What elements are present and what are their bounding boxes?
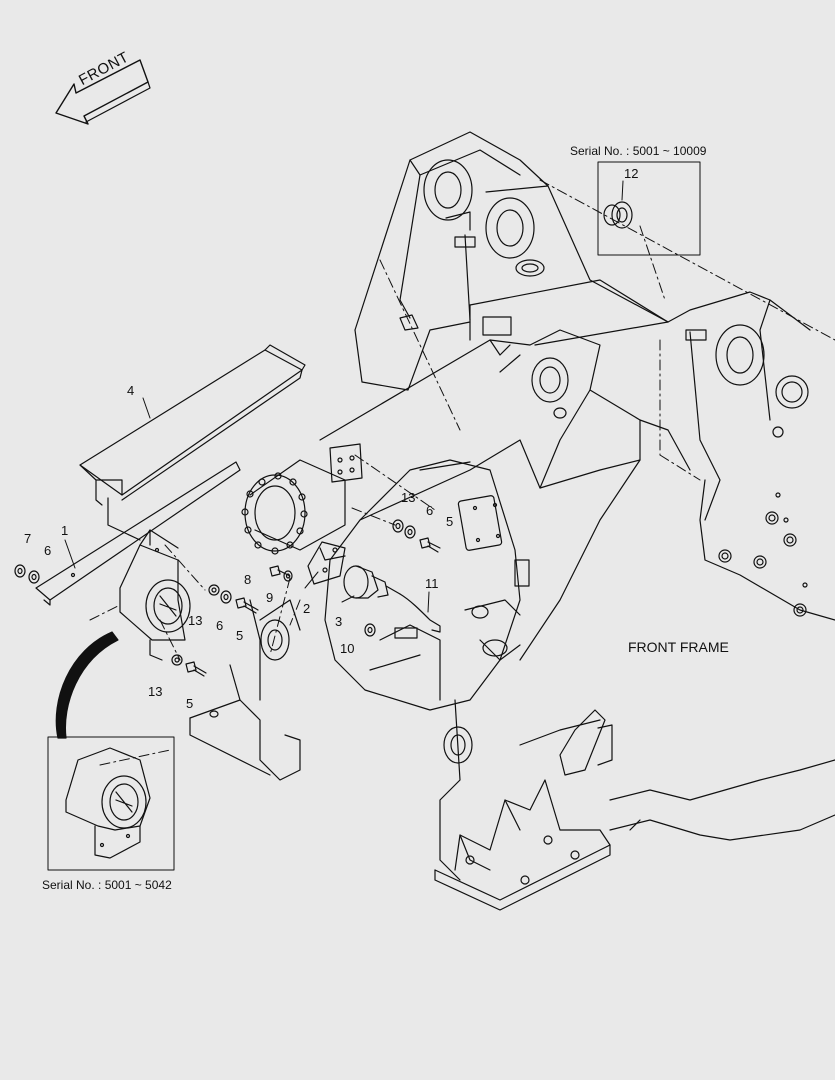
- detail-callout-sweep: [56, 632, 118, 738]
- callout-2: 2: [303, 601, 311, 616]
- callout-13a: 13: [188, 613, 203, 628]
- serial-range-bottom: Serial No. : 5001 ~ 5042: [42, 878, 172, 892]
- pivot-block: [120, 530, 190, 660]
- callout-8: 8: [244, 572, 252, 587]
- part-2-3-11-sensor-assembly: [308, 542, 440, 632]
- serial-range-top: Serial No. : 5001 ~ 10009: [570, 144, 707, 158]
- callout-5a: 5: [236, 628, 244, 643]
- callout-1: 1: [61, 523, 69, 538]
- callout-5b: 5: [186, 696, 194, 711]
- front-frame-body: [190, 132, 835, 910]
- callout-7: 7: [24, 531, 32, 546]
- front-frame-label: FRONT FRAME: [628, 639, 729, 655]
- callout-6c: 6: [426, 503, 434, 518]
- callout-13c: 13: [401, 490, 416, 505]
- part-4-cover: [80, 345, 305, 505]
- detail-box-serial-5042: [48, 737, 174, 870]
- callout-13b: 13: [148, 684, 163, 699]
- part-12-bushing: [604, 202, 632, 228]
- front-arrow-icon: [56, 60, 150, 124]
- callout-9: 9: [266, 590, 274, 605]
- detail-inset-pivot-block: [66, 748, 150, 858]
- hardware-parts: [15, 520, 440, 676]
- part-1-bracket-bar: [36, 462, 240, 605]
- callout-5c: 5: [446, 514, 454, 529]
- callout-4: 4: [127, 383, 135, 398]
- callout-leaders: [65, 181, 623, 612]
- detail-box-serial-10009: [598, 162, 700, 255]
- callout-6b: 6: [216, 618, 224, 633]
- callout-6a: 6: [44, 543, 52, 558]
- callout-12: 12: [624, 166, 639, 181]
- callout-3: 3: [335, 614, 343, 629]
- callout-10: 10: [340, 641, 355, 656]
- callout-11: 11: [425, 576, 439, 591]
